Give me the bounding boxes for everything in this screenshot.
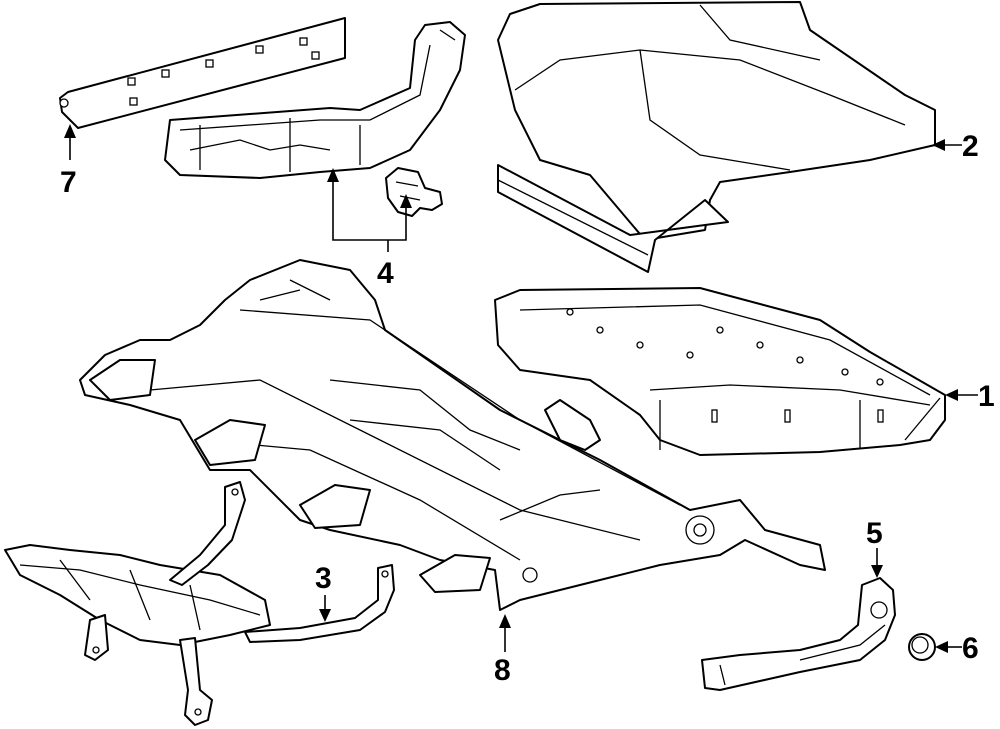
part-5-bracket-cover[interactable] [701, 577, 896, 691]
leader-lines [64, 124, 978, 653]
part-3-lower-frame[interactable] [4, 481, 395, 726]
callout-8[interactable]: 8 [494, 654, 511, 687]
part-4-clip[interactable] [385, 167, 443, 217]
callout-2[interactable]: 2 [962, 130, 979, 163]
part-4-side-shield[interactable] [164, 21, 466, 179]
callout-6[interactable]: 6 [962, 632, 979, 665]
callout-1[interactable]: 1 [978, 380, 995, 413]
callout-7[interactable]: 7 [60, 166, 77, 199]
callout-5[interactable]: 5 [866, 517, 883, 550]
callout-4[interactable]: 4 [377, 257, 394, 290]
part-2-cushion-cover[interactable] [497, 1, 936, 273]
callout-labels: 1 2 3 4 5 6 7 8 [60, 130, 995, 687]
part-8-seat-frame[interactable] [79, 259, 826, 611]
part-6-cap[interactable] [908, 633, 936, 661]
part-7-trim-strip[interactable] [59, 17, 346, 129]
part-1-cushion-pad[interactable] [494, 287, 946, 456]
callout-3[interactable]: 3 [315, 562, 332, 595]
